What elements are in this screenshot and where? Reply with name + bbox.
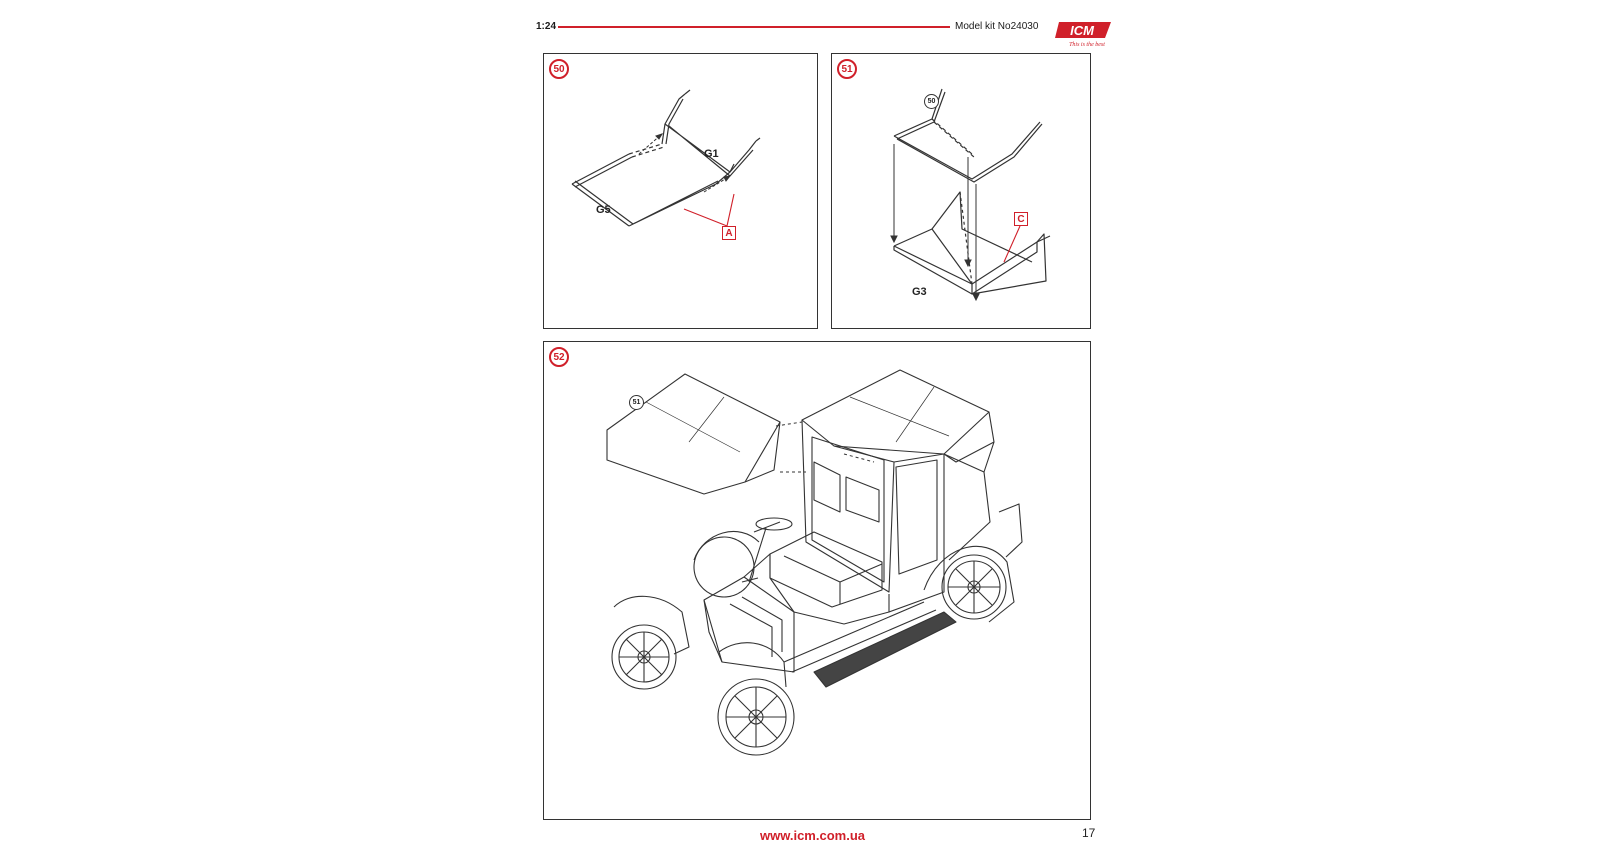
step-52-car-drawing: [606, 369, 1023, 756]
part-g3-label: G3: [912, 286, 927, 298]
subassembly-51-ref: 51: [629, 395, 644, 410]
ref-c-box: C: [1014, 212, 1028, 226]
step-50-badge: 50: [549, 59, 569, 79]
logo-text: ICM: [1070, 23, 1095, 38]
header-rule: [558, 26, 950, 28]
step-51-panel: 51 50 G3 C: [831, 53, 1091, 329]
ref-a-box: A: [722, 226, 736, 240]
page-number: 17: [1082, 826, 1096, 840]
step-52-badge: 52: [549, 347, 569, 367]
scale-label: 1:24: [536, 21, 557, 32]
part-g5-label: G5: [596, 204, 611, 216]
website-url: www.icm.com.ua: [760, 828, 865, 843]
kit-number: Model kit No24030: [955, 21, 1039, 32]
part-g1-label: G1: [704, 148, 719, 160]
icm-logo: ICM This is the best: [1055, 18, 1115, 48]
step-50-drawing: [571, 89, 761, 227]
step-52-panel: 52 51: [543, 341, 1091, 820]
subassembly-50-ref: 50: [924, 94, 939, 109]
step-51-drawing: [890, 88, 1051, 302]
logo-tagline: This is the best: [1069, 42, 1105, 48]
step-51-badge: 51: [837, 59, 857, 79]
step-50-panel: 50 G1 G5 A: [543, 53, 818, 329]
